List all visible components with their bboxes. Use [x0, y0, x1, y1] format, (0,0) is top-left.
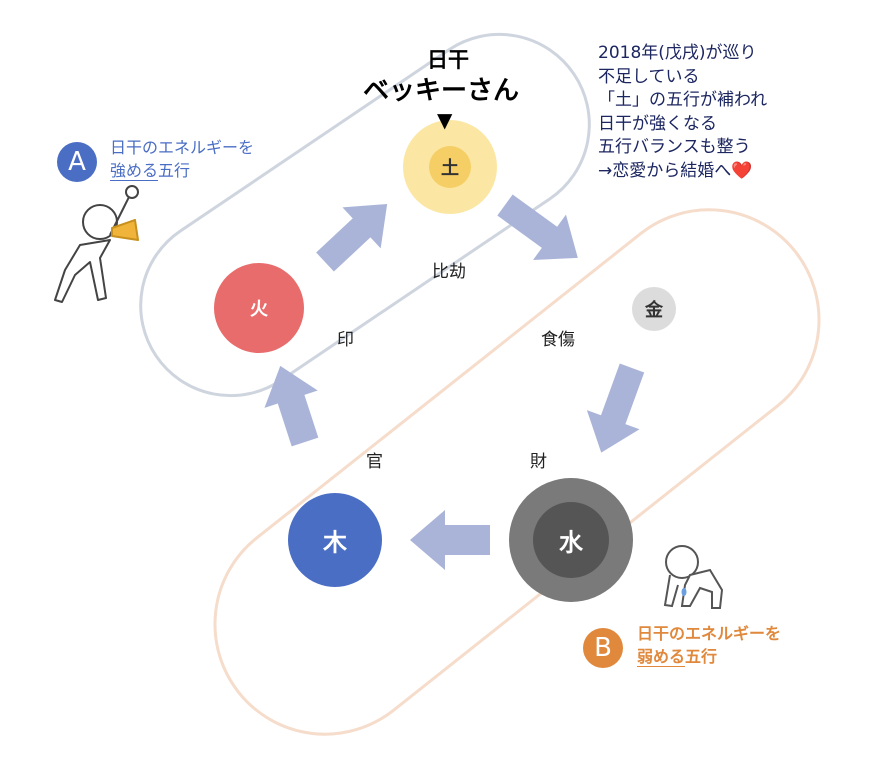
relation-kan: 官 [366, 452, 383, 472]
group-b-rest: 五行 [685, 647, 718, 666]
arrow-fire-to-earth [316, 204, 388, 272]
group-a-label: 日干のエネルギーを 強める五行 [110, 136, 254, 182]
water-label: 水 [559, 528, 583, 557]
group-b-line2: 弱める五行 [637, 645, 781, 668]
metal-circle [632, 287, 676, 331]
relation-in: 印 [337, 330, 354, 350]
group-b-pill [213, 208, 821, 736]
fire-circle [214, 263, 304, 353]
note-text: 2018年(戊戌)が巡り 不足している 「土」の五行が補われ 日干が強くなる 五… [598, 43, 768, 181]
day-master-label: 日干 [427, 48, 469, 72]
group-b-line1: 日干のエネルギーを [637, 624, 782, 643]
relation-hikou: 比劫 [432, 262, 466, 282]
arrow-metal-to-water [586, 363, 645, 453]
wood-circle [288, 493, 382, 587]
relation-zai: 財 [530, 452, 547, 472]
group-a-underlined: 強める [110, 161, 159, 181]
group-a-line1: 日干のエネルギーを [110, 138, 255, 157]
arrow-earth-to-metal [497, 194, 578, 260]
cheering-figure-icon [54, 185, 139, 303]
person-name: ベッキーさん [363, 76, 520, 106]
metal-label: 金 [645, 300, 663, 321]
group-a-line2: 強める五行 [110, 159, 254, 182]
fire-label: 火 [250, 299, 268, 320]
relation-shokushou: 食傷 [541, 330, 575, 350]
wood-label: 木 [323, 528, 347, 557]
group-b-underlined: 弱める [637, 647, 686, 667]
group-a-rest: 五行 [158, 161, 191, 180]
kneeling-figure-icon [663, 545, 724, 609]
marker-down-icon: ▼ [437, 108, 453, 132]
earth-label: 土 [441, 158, 459, 179]
water-inner [533, 502, 609, 578]
group-a-badge: A [57, 142, 97, 182]
group-b-label: 日干のエネルギーを 弱める五行 [637, 622, 781, 668]
group-b-badge: B [583, 628, 623, 668]
earth-inner [429, 146, 471, 188]
arrow-wood-to-fire [264, 365, 319, 447]
arrow-water-to-wood [410, 510, 490, 570]
group-a-pill [139, 32, 591, 398]
